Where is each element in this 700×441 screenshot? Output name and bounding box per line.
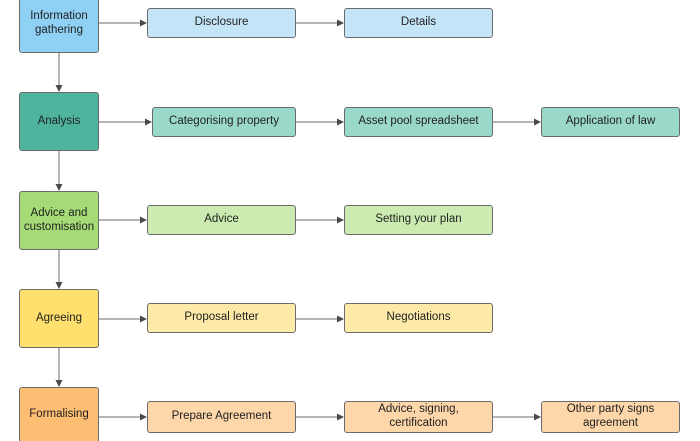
step-asset-pool-spreadsheet[interactable]: Asset pool spreadsheet: [344, 107, 493, 137]
step-negotiations[interactable]: Negotiations: [344, 303, 493, 333]
stage-information-gathering[interactable]: Information gathering: [19, 0, 99, 53]
step-label: Setting your plan: [375, 213, 462, 226]
step-label: Advice: [204, 213, 239, 226]
step-advice[interactable]: Advice: [147, 205, 296, 235]
step-prepare-agreement[interactable]: Prepare Agreement: [147, 401, 296, 433]
step-label: Asset pool spreadsheet: [358, 115, 479, 128]
step-label: Prepare Agreement: [171, 410, 272, 423]
step-advice-signing-certification[interactable]: Advice, signing, certification: [344, 401, 493, 433]
stage-advice-and-customisation[interactable]: Advice and customisation: [19, 191, 99, 250]
stage-label: Advice and customisation: [23, 206, 95, 233]
step-label: Details: [400, 16, 437, 29]
step-disclosure[interactable]: Disclosure: [147, 8, 296, 38]
step-label: Disclosure: [194, 16, 249, 29]
step-label: Proposal letter: [184, 311, 259, 324]
step-details[interactable]: Details: [344, 8, 493, 38]
stage-label: Formalising: [29, 407, 89, 420]
step-categorising-property[interactable]: Categorising property: [152, 107, 296, 137]
step-proposal-letter[interactable]: Proposal letter: [147, 303, 296, 333]
step-label: Advice, signing, certification: [378, 403, 459, 429]
step-application-of-law[interactable]: Application of law: [541, 107, 680, 137]
step-label: Other party signs agreement: [566, 403, 655, 429]
step-label: Negotiations: [386, 311, 451, 324]
stage-label: Analysis: [37, 114, 81, 127]
step-setting-your-plan[interactable]: Setting your plan: [344, 205, 493, 235]
stage-agreeing[interactable]: Agreeing: [19, 289, 99, 348]
stage-formalising[interactable]: Formalising: [19, 387, 99, 441]
stage-label: Information gathering: [30, 9, 88, 36]
stage-label: Agreeing: [35, 311, 83, 324]
stage-analysis[interactable]: Analysis: [19, 92, 99, 151]
step-other-party-signs-agreement[interactable]: Other party signs agreement: [541, 401, 680, 433]
step-label: Application of law: [565, 115, 656, 128]
step-label: Categorising property: [169, 115, 279, 128]
